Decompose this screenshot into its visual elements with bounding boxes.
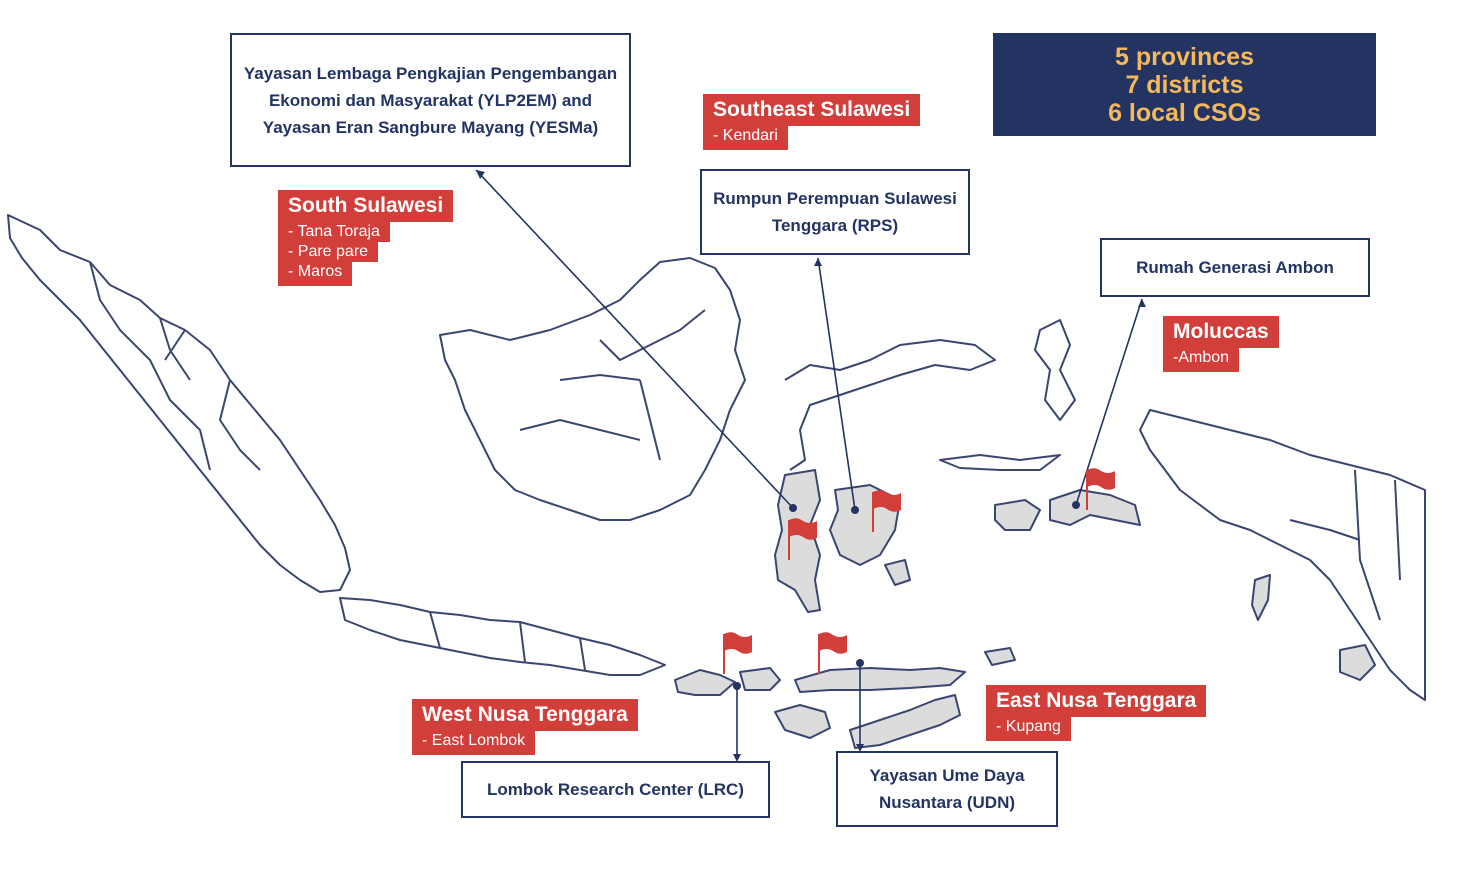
district-tana-toraja: - Tana Toraja	[278, 222, 390, 242]
ambon-highlight	[1049, 489, 1141, 526]
halmahera-island	[1034, 319, 1076, 421]
org-label-udn: Yayasan Ume Daya Nusantara (UDN)	[869, 766, 1025, 812]
flag-icon	[872, 490, 901, 532]
summary-districts: 7 districts	[1125, 70, 1244, 99]
org-label-rps: Rumpun Perempuan Sulawesi Tenggara (RPS)	[713, 189, 957, 235]
timor-highlight	[849, 694, 961, 749]
org-box-ambon: Rumah Generasi Ambon	[1100, 238, 1370, 297]
org-box-rps: Rumpun Perempuan Sulawesi Tenggara (RPS)	[700, 169, 970, 255]
papua-island	[1139, 409, 1426, 701]
region-title-south-sulawesi: South Sulawesi	[278, 190, 454, 222]
kalimantan-island	[439, 257, 746, 521]
flag-icon	[1086, 468, 1115, 510]
java-island	[339, 597, 666, 676]
org-label-lrc: Lombok Research Center (LRC)	[487, 780, 744, 799]
district-kendari: - Kendari	[703, 126, 788, 150]
flag-markers	[723, 468, 1115, 674]
flores-highlight	[794, 667, 966, 693]
district-ambon: -Ambon	[1163, 348, 1240, 372]
sumatra-island	[7, 214, 351, 593]
district-kupang: - Kupang	[986, 717, 1071, 741]
leader-ylp2em	[475, 169, 794, 509]
region-title-east-nusa-tenggara: East Nusa Tenggara	[986, 685, 1207, 717]
org-label-ylp2em: Yayasan Lembaga Pengkajian Pengembangan …	[243, 63, 618, 137]
org-box-ylp2em: Yayasan Lembaga Pengkajian Pengembangan …	[230, 33, 631, 167]
flag-icon	[788, 518, 817, 560]
lombok-highlight	[674, 669, 736, 696]
south-sulawesi-highlight	[774, 469, 821, 613]
org-box-lrc: Lombok Research Center (LRC)	[461, 761, 770, 818]
summary-provinces: 5 provinces	[1115, 42, 1254, 71]
org-label-ambon: Rumah Generasi Ambon	[1136, 258, 1334, 277]
region-title-southeast-sulawesi: Southeast Sulawesi	[703, 94, 921, 126]
region-title-west-nusa-tenggara: West Nusa Tenggara	[412, 699, 638, 731]
flag-icon	[723, 632, 752, 674]
district-maros: - Maros	[278, 262, 353, 286]
flag-icon	[818, 632, 847, 674]
sulawesi-outline	[784, 339, 996, 471]
sumba-highlight	[774, 704, 831, 739]
org-box-udn: Yayasan Ume Daya Nusantara (UDN)	[836, 751, 1058, 827]
leader-rps	[817, 257, 856, 511]
summary-box: 5 provinces 7 districts 6 local CSOs	[993, 33, 1376, 136]
district-east-lombok: - East Lombok	[412, 731, 536, 755]
summary-csos: 6 local CSOs	[1108, 98, 1261, 127]
region-title-moluccas: Moluccas	[1163, 316, 1279, 348]
district-pare-pare: - Pare pare	[278, 242, 379, 262]
